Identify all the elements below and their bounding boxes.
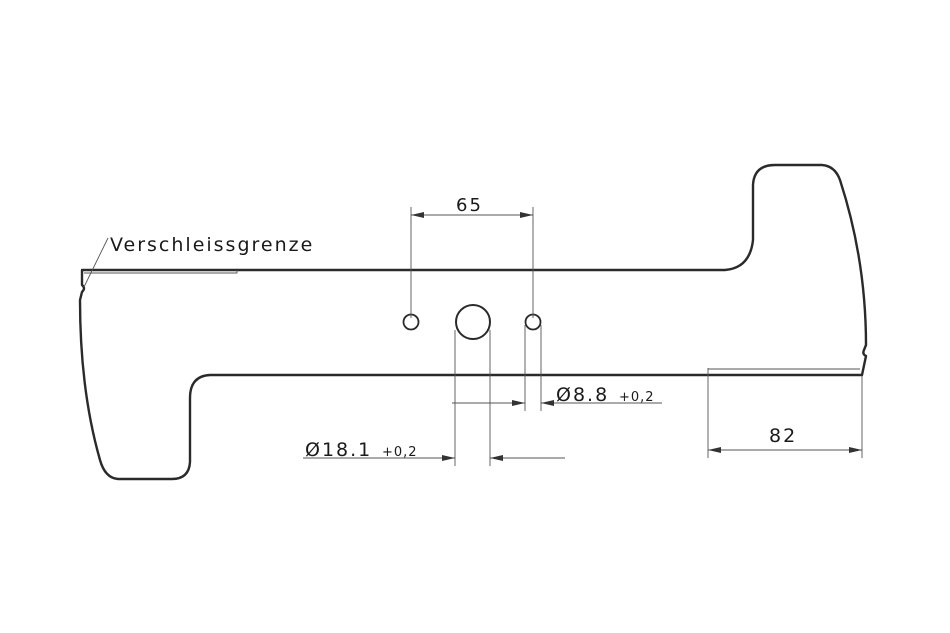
dim-hole-spacing: 65 [456,195,483,216]
dim-center-hole-tol: +0,2 [382,445,418,460]
dim-wing-length: 82 [769,425,797,447]
arrow [490,455,503,461]
arrow [849,447,862,453]
arrow [708,447,721,453]
dim-small-hole-tol: +0,2 [619,390,655,405]
center-hole [455,304,491,340]
arrow [512,400,525,406]
wear-limit-line-left [84,270,238,274]
arrow [411,212,424,218]
arrow [541,400,554,406]
dim-small-hole: Ø8.8 [556,384,609,406]
blade-outline [78,163,868,481]
wear-limit-leader [83,237,109,288]
arrow [442,455,455,461]
arrow [520,212,533,218]
wear-limit-label: Verschleissgrenze [110,234,314,256]
dim-center-hole: Ø18.1 [305,439,372,461]
